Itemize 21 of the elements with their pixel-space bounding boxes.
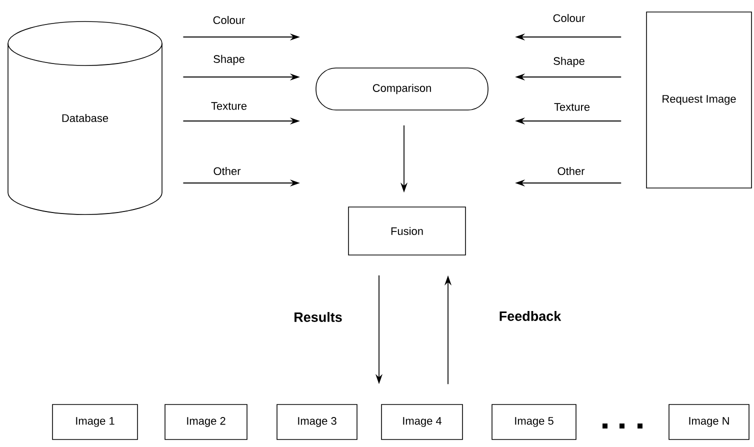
edge-label: Colour	[213, 16, 246, 24]
node-label: Database	[62, 114, 108, 122]
edge-label: Texture	[211, 102, 247, 110]
image-box: Image 4	[381, 404, 463, 440]
edge-label: Shape	[554, 56, 584, 68]
edge-label: Results	[294, 312, 342, 322]
process-box: Fusion	[348, 206, 466, 256]
edge-label: Colour	[553, 14, 586, 22]
edge-label: Other	[558, 166, 585, 176]
edge-label: Feedback	[500, 311, 562, 321]
edge-label: Shape	[214, 54, 244, 66]
edge-label: Other	[214, 166, 241, 176]
image-box: Image N	[668, 404, 750, 440]
process-terminal: Comparison	[316, 68, 488, 110]
image-box: Image 1	[52, 404, 138, 440]
image-box: Image 3	[276, 404, 358, 440]
edge-label: Texture	[554, 103, 590, 111]
database-cylinder: Database	[8, 21, 162, 215]
image-box: Image 2	[164, 404, 248, 440]
image-box: Image 5	[492, 404, 576, 440]
process-box: Request Image	[646, 12, 752, 188]
